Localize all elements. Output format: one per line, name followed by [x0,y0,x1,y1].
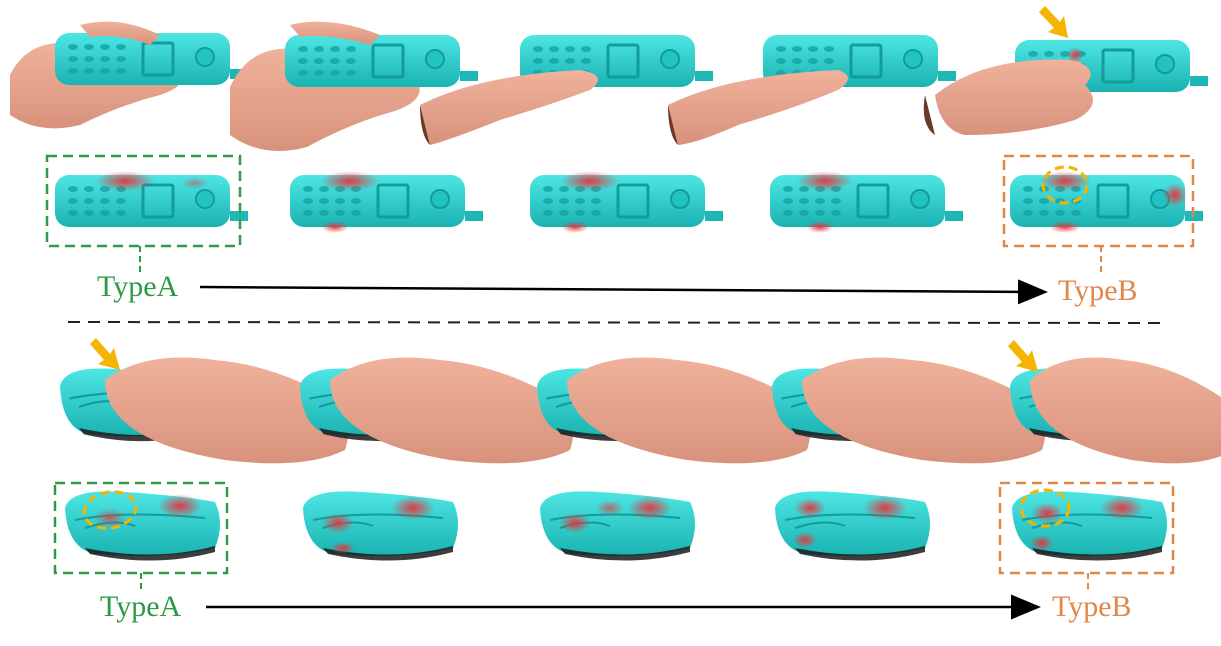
top-hand-frame-4 [668,33,958,145]
top-hand-frame-5 [923,38,1210,135]
mouse-contact-map-5 [1011,490,1168,562]
top-progression-arrow [199,279,1048,305]
bottom-hand-frame-4 [770,357,1046,464]
pointer-arrow-icon [1008,340,1038,372]
bottom-hand-sequence [58,338,1221,464]
phone-contact-map-1 [53,171,250,229]
top-hand-frame-3 [420,33,715,145]
bottom-contact-map-sequence [64,488,1168,562]
top-typeB-label: TypeB [1058,274,1138,307]
top-typeB-box [1002,154,1195,248]
phone-contact-map-2 [288,171,485,233]
pointer-arrow-icon [90,338,120,370]
mouse-contact-map-3 [539,490,696,562]
mouse-contact-map-1 [64,490,221,562]
phone-contact-map-4 [768,171,965,233]
bottom-typeB-box [998,481,1175,575]
bottom-typeB-label: TypeB [1052,590,1132,623]
mouse-contact-map-2 [302,490,459,562]
contact-ring-icon [1041,165,1089,205]
section-divider [67,321,1164,324]
phone-contact-map-5 [1008,171,1205,233]
pointer-arrow-icon [1039,6,1068,38]
bottom-typeA-label: TypeA [100,590,182,623]
top-contact-map-sequence [53,165,1205,233]
contact-ring-icon [82,490,138,530]
mouse-contact-map-4 [774,490,931,562]
phone-contact-map-3 [528,171,725,233]
top-hand-frame-2 [230,21,480,152]
top-hand-sequence [10,6,1210,152]
top-typeA-label: TypeA [97,270,179,303]
top-hand-frame-1 [10,21,250,129]
top-typeA-box [45,154,242,248]
contact-ring-icon [1019,488,1071,528]
bottom-typeA-box [53,481,229,575]
bottom-hand-frame-3 [535,357,811,464]
